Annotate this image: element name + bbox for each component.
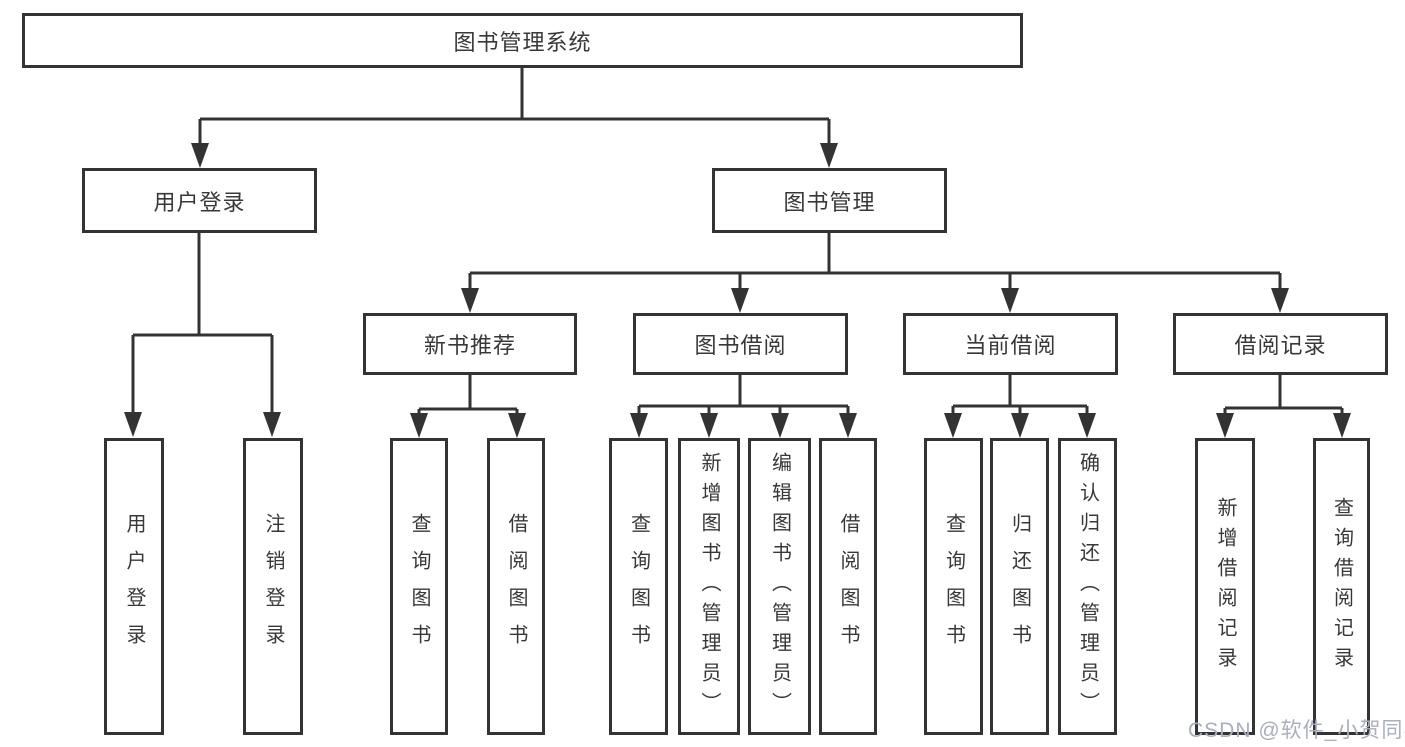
leaf-borrow-books-recommend: 借阅图书 <box>487 438 545 735</box>
node-new-book-recommendation: 新书推荐 <box>363 313 577 375</box>
leaf-user-login: 用户登录 <box>104 438 164 735</box>
node-book-borrowing: 图书借阅 <box>633 313 848 375</box>
leaf-label: 新增借阅记录 <box>1214 496 1236 677</box>
leaf-label: 查询图书 <box>942 512 965 661</box>
node-label: 图书管理系统 <box>453 29 592 55</box>
leaf-label: 查询图书 <box>627 512 650 661</box>
leaf-label: 查询借阅记录 <box>1330 496 1353 677</box>
arrowheads <box>124 143 1351 438</box>
leaf-query-borrow-record: 查询借阅记录 <box>1313 438 1370 735</box>
leaf-return-books: 归还图书 <box>990 438 1049 735</box>
leaf-label: 归还图书 <box>1008 512 1031 661</box>
node-library-system: 图书管理系统 <box>22 13 1023 68</box>
leaf-borrow-books-borrowing: 借阅图书 <box>819 438 877 735</box>
leaf-query-books-borrowing: 查询图书 <box>609 438 668 735</box>
leaf-query-books-recommend: 查询图书 <box>390 438 448 735</box>
node-label: 用户登录 <box>153 189 246 215</box>
node-label: 新书推荐 <box>423 333 516 358</box>
node-borrowing-records: 借阅记录 <box>1173 313 1388 375</box>
leaf-edit-book-admin: 编辑图书（管理员） <box>748 438 811 735</box>
node-label: 当前借阅 <box>964 333 1057 358</box>
leaf-label: 新增图书（管理员） <box>698 451 720 722</box>
leaf-label: 编辑图书（管理员） <box>768 451 791 722</box>
leaf-label: 借阅图书 <box>505 512 527 661</box>
leaf-label: 查询图书 <box>408 512 430 661</box>
leaf-query-books-current: 查询图书 <box>924 438 983 735</box>
leaf-label: 确认归还（管理员） <box>1076 451 1099 722</box>
leaf-label: 借阅图书 <box>837 512 859 661</box>
leaf-label: 用户登录 <box>123 512 145 661</box>
node-label: 图书管理 <box>783 189 876 215</box>
node-book-management: 图书管理 <box>712 168 947 233</box>
node-user-login: 用户登录 <box>82 168 317 233</box>
csdn-watermark: CSDN @软件_小贺同学 <box>1188 719 1405 742</box>
node-label: 借阅记录 <box>1234 333 1327 358</box>
node-current-borrowing: 当前借阅 <box>903 313 1118 375</box>
leaf-add-borrow-record: 新增借阅记录 <box>1195 438 1255 735</box>
leaf-confirm-return-admin: 确认归还（管理员） <box>1058 438 1117 735</box>
leaf-add-book-admin: 新增图书（管理员） <box>678 438 740 735</box>
leaf-logout: 注销登录 <box>243 438 303 735</box>
leaf-label: 注销登录 <box>262 512 284 661</box>
node-label: 图书借阅 <box>694 333 787 358</box>
